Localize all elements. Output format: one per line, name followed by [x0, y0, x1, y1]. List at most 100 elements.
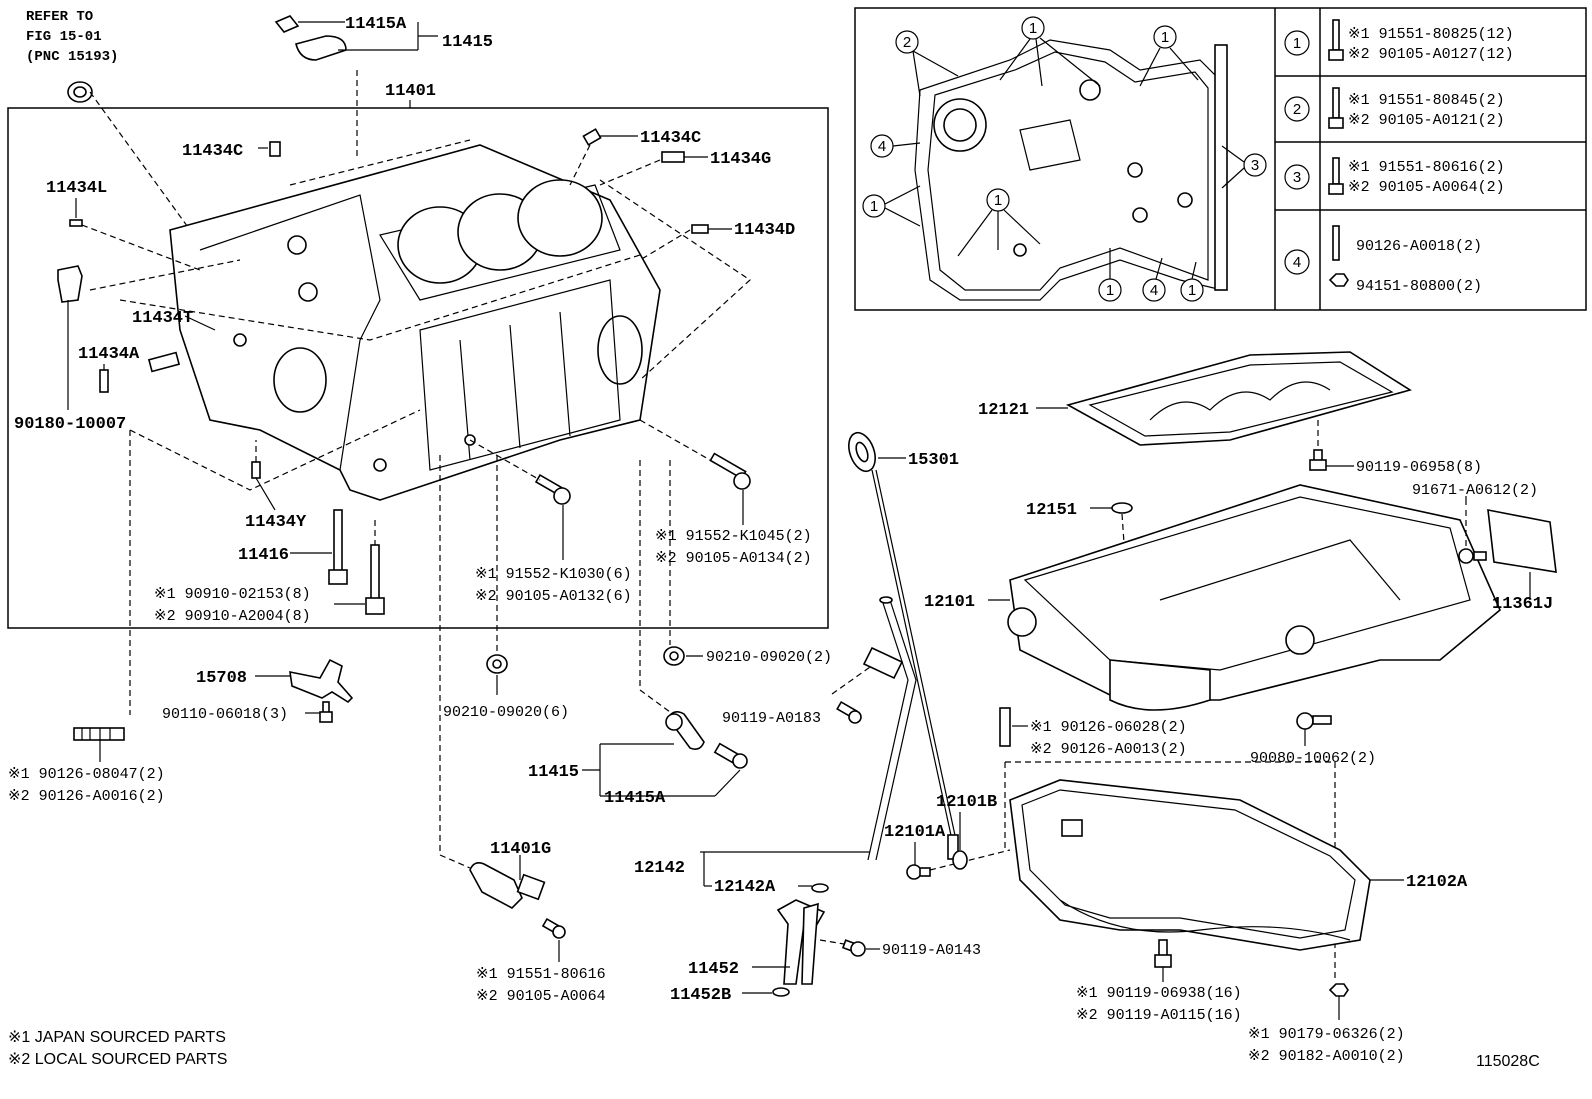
pin-11434D: [691, 224, 709, 234]
svg-text:1: 1: [1188, 282, 1196, 299]
label-91551-80616-1: ※1 91551-80616: [476, 966, 606, 983]
plug-12101A: [906, 864, 931, 880]
pin-11434T: [147, 351, 181, 373]
legend-4-line2: 94151-80800(2): [1356, 278, 1482, 295]
label-11415-bottom: 11415: [528, 763, 579, 782]
pin-11434C-left: [269, 141, 281, 157]
label-12101: 12101: [924, 593, 975, 612]
label-11434T: 11434T: [132, 309, 193, 328]
label-90110: 90110-06018(3): [162, 706, 288, 723]
note-local: ※2 LOCAL SOURCED PARTS: [8, 1051, 227, 1068]
legend-row-3: 3 ※1 91551-80616(2) ※2 90105-A0064(2): [1284, 157, 1505, 196]
bolt-90910: [365, 544, 385, 615]
pin-11434Y: [251, 461, 261, 479]
dipstick-15301: [848, 431, 959, 860]
guide-tube-12142: [811, 596, 917, 893]
legend-3-line2: ※2 90105-A0064(2): [1348, 179, 1505, 196]
label-11452: 11452: [688, 960, 739, 979]
label-12142A: 12142A: [714, 878, 776, 897]
cylinder-block-drawing: [169, 144, 661, 501]
label-15708: 15708: [196, 669, 247, 688]
label-12142: 12142: [634, 859, 685, 878]
legend-2-line1: ※1 91551-80845(2): [1348, 92, 1505, 109]
label-90210-a: 90210-09020(6): [443, 704, 569, 721]
oil-pan-12102A: [1009, 779, 1371, 951]
label-11434L: 11434L: [46, 179, 107, 198]
legend-1-line1: ※1 91551-80825(12): [1348, 26, 1514, 43]
bolt-90110: [319, 701, 333, 723]
pin-11434G: [661, 151, 685, 163]
bolt-91551-80616: [541, 917, 566, 939]
label-11434A: 11434A: [78, 345, 140, 364]
sensor-11415-top: [274, 15, 438, 61]
label-11434C-left: 11434C: [182, 142, 243, 161]
pin-11434A: [99, 369, 109, 393]
label-12102A: 12102A: [1406, 873, 1468, 892]
legend-2-line2: ※2 90105-A0121(2): [1348, 112, 1505, 129]
svg-text:2: 2: [1293, 101, 1301, 118]
legend-4-line1: 90126-A0018(2): [1356, 238, 1482, 255]
label-11401G: 11401G: [490, 840, 551, 859]
pin-11434C-right: [582, 128, 602, 146]
label-90126-08047-1: ※1 90126-08047(2): [8, 766, 165, 783]
svg-text:4: 4: [1293, 254, 1301, 271]
label-11452B: 11452B: [670, 986, 731, 1005]
bolt-90119-A0183: [836, 700, 862, 724]
label-90180: 90180-10007: [14, 415, 126, 434]
label-11415A-top: 11415A: [345, 15, 407, 34]
label-90119-06938-2: ※2 90119-A0115(16): [1076, 1007, 1242, 1024]
label-90179-2: ※2 90182-A0010(2): [1248, 1048, 1405, 1065]
label-11434Y: 11434Y: [245, 513, 307, 532]
label-90119-A0143: 90119-A0143: [882, 942, 981, 959]
bolt-90080: [1296, 712, 1332, 730]
label-91552-K1045-1: ※1 91552-K1045(2): [655, 528, 812, 545]
inset-panel: [854, 7, 1587, 311]
oring-12151: [1111, 502, 1133, 514]
label-91551-80616-2: ※2 90105-A0064: [476, 988, 606, 1005]
bolt-11416: [328, 509, 348, 585]
label-90126-06028-2: ※2 90126-A0013(2): [1030, 741, 1187, 758]
legend-1-line2: ※2 90105-A0127(12): [1348, 46, 1514, 63]
label-12121: 12121: [978, 401, 1029, 420]
svg-text:3: 3: [1293, 169, 1301, 186]
stud-90126-08047: [73, 727, 125, 741]
plug-90179: [1328, 983, 1349, 997]
oil-pan-12101: [1007, 484, 1501, 711]
label-90080: 90080-10062(2): [1250, 750, 1376, 767]
guide-11452: [772, 899, 826, 997]
sensor-11415-bottom: [665, 710, 748, 769]
bolt-90119-06958: [1309, 449, 1327, 471]
label-90119-06958: 90119-06958(8): [1356, 459, 1482, 476]
label-11415-top: 11415: [442, 33, 493, 52]
refer-line-2: FIG 15-01: [26, 29, 102, 45]
inset-callouts: 2 1 1 4 1 1 3 1 4 1: [862, 16, 1267, 302]
figure-code: 115028C: [1476, 1053, 1540, 1070]
svg-text:1: 1: [994, 192, 1002, 209]
svg-text:4: 4: [878, 138, 886, 155]
svg-text:3: 3: [1251, 157, 1259, 174]
legend-3-line1: ※1 91551-80616(2): [1348, 159, 1505, 176]
label-90126-06028-1: ※1 90126-06028(2): [1030, 719, 1187, 736]
bolt-91552-K1030: [534, 473, 571, 505]
svg-text:1: 1: [870, 198, 878, 215]
label-91671: 91671-A0612(2): [1412, 482, 1538, 499]
label-12101A: 12101A: [884, 823, 946, 842]
note-japan: ※1 JAPAN SOURCED PARTS: [8, 1029, 226, 1046]
plate-11361J: [1487, 509, 1557, 573]
bolt-91671: [1458, 548, 1487, 564]
stud-90126-06028: [999, 707, 1011, 747]
label-11401: 11401: [385, 82, 436, 101]
sensor-11401G: [469, 862, 546, 909]
legend-row-2: 2 ※1 91551-80845(2) ※2 90105-A0121(2): [1284, 87, 1505, 129]
label-15301: 15301: [908, 451, 959, 470]
legend-row-1: 1 ※1 91551-80825(12) ※2 90105-A0127(12): [1284, 19, 1514, 63]
svg-text:1: 1: [1106, 282, 1114, 299]
legend-row-4: 4 90126-A0018(2) 94151-80800(2): [1284, 225, 1482, 295]
cylinder-block-frame: [7, 107, 829, 629]
label-91552-K1030-1: ※1 91552-K1030(6): [475, 566, 632, 583]
label-11434D: 11434D: [734, 221, 795, 240]
label-90119-A0183: 90119-A0183: [722, 710, 821, 727]
label-11361J: 11361J: [1492, 595, 1553, 614]
label-91552-K1030-2: ※2 90105-A0132(6): [475, 588, 632, 605]
